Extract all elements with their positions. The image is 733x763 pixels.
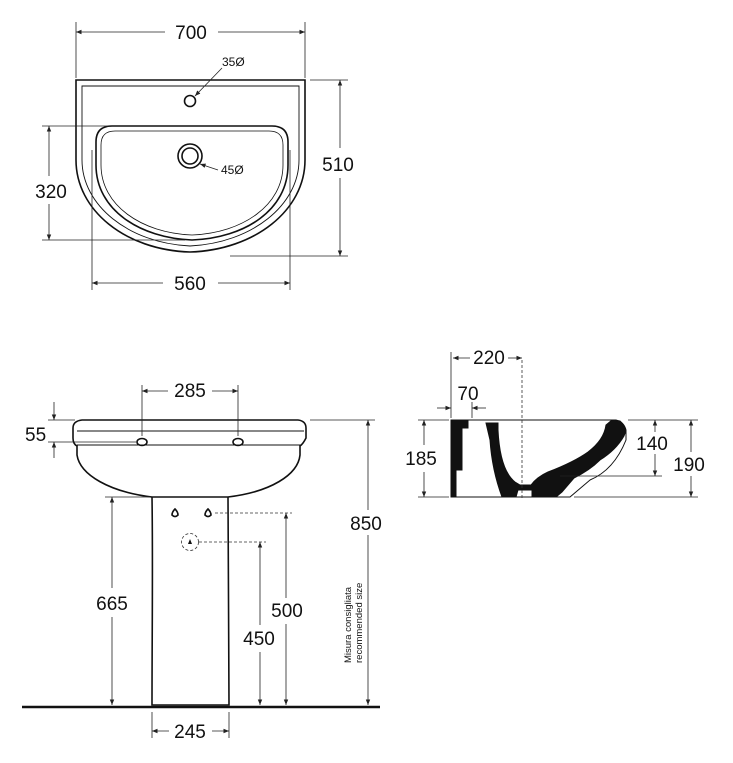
dim-bowl-560: 560 <box>174 274 206 295</box>
dim-850: 850 <box>350 514 382 535</box>
basin-top-outline <box>75 79 306 253</box>
wall-section <box>450 419 469 498</box>
bowl-inner-line <box>100 130 284 236</box>
dim-width-700: 700 <box>175 23 207 44</box>
dim-wall-70: 70 <box>457 384 478 405</box>
bowl-section <box>485 419 626 498</box>
dim-665: 665 <box>96 594 128 615</box>
drain-inner-icon <box>181 147 199 165</box>
leader-line <box>194 67 223 97</box>
fixing-hole-icon <box>232 437 244 447</box>
supply-inlet-icon <box>171 507 179 518</box>
dim-500: 500 <box>271 601 303 622</box>
top-view: 700 35Ø 45Ø 510 320 560 <box>35 22 354 295</box>
dim-pedestal-245: 245 <box>174 722 206 743</box>
tap-hole-icon <box>183 94 197 108</box>
dim-450: 450 <box>243 629 275 650</box>
dim-fixing-285: 285 <box>174 381 206 402</box>
dim-projection-220: 220 <box>473 348 505 369</box>
recommended-note-it: Misura consigliata <box>343 586 354 663</box>
tap-hole-label: 35Ø <box>222 55 245 69</box>
dim-side-185: 185 <box>405 449 437 470</box>
side-view: 220 70 185 140 190 <box>405 348 705 500</box>
dim-rim-55: 55 <box>25 425 46 446</box>
front-view: 285 55 665 500 450 850 Misura consigliat… <box>22 381 382 743</box>
dim-side-190: 190 <box>673 455 705 476</box>
pedestal-outline <box>151 496 230 706</box>
recommended-note-en: recommended size <box>354 583 365 663</box>
basin-top-inner-rim <box>81 85 300 247</box>
leader-line <box>199 163 219 171</box>
waste-marker-icon <box>188 539 192 544</box>
drain-hole-label: 45Ø <box>221 163 244 177</box>
waste-outlet-icon <box>181 533 199 551</box>
basin-front-outline <box>72 419 307 498</box>
dim-depth-510: 510 <box>322 155 354 176</box>
bowl-outline <box>95 125 289 241</box>
dim-bowl-320: 320 <box>35 182 67 203</box>
drain-hole-icon <box>177 143 203 169</box>
dim-side-140: 140 <box>636 434 668 455</box>
supply-inlet-icon <box>204 507 212 518</box>
fixing-hole-icon <box>136 437 148 447</box>
